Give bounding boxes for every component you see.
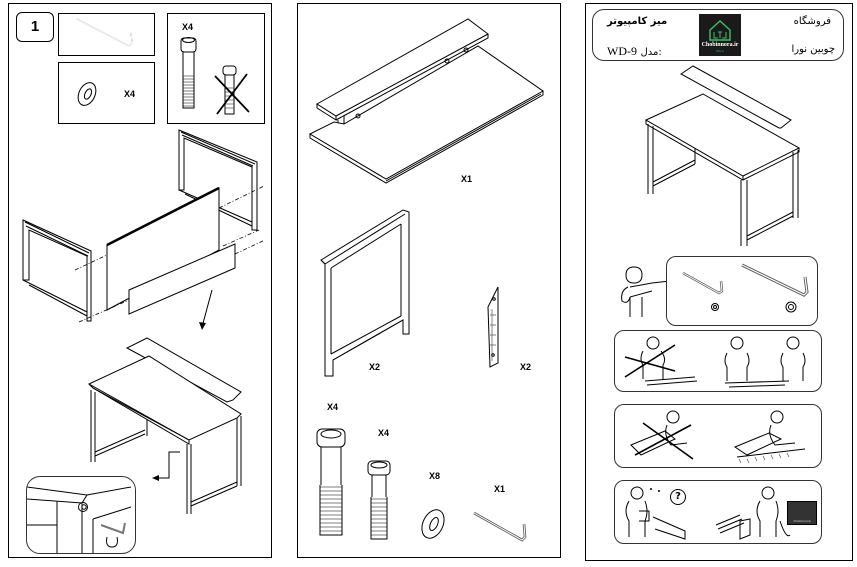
exploded-frame-illustration bbox=[22, 129, 266, 330]
store-logo: Chobinnora.ir Nora bbox=[699, 14, 741, 56]
store-label: فروشگاه bbox=[793, 16, 831, 27]
two-people-icon bbox=[724, 336, 806, 388]
bolt-box: X4 bbox=[167, 13, 265, 124]
logo-subtext: Nora bbox=[716, 49, 724, 53]
crossed-out-short-bolt-icon bbox=[214, 65, 250, 115]
long-bolt-quantity: X4 bbox=[327, 402, 339, 412]
short-bolt-icon bbox=[367, 460, 391, 540]
confused-person-icon bbox=[625, 486, 686, 540]
two-allen-keys-icon bbox=[682, 263, 809, 313]
washer-box: X4 bbox=[58, 62, 155, 124]
side-leg-frame-quantity: X2 bbox=[369, 362, 381, 372]
step-1-panel: 1 X4 X4 bbox=[8, 3, 272, 558]
side-leg-frame-illustration bbox=[320, 209, 410, 377]
hex-key-box bbox=[58, 13, 155, 56]
washer-icon bbox=[77, 82, 97, 106]
product-title: میز کامپیوتر bbox=[607, 16, 668, 27]
washer-quantity: X4 bbox=[124, 89, 136, 99]
washer-icon bbox=[421, 509, 445, 539]
model-line: WD-9 مدل: bbox=[607, 44, 662, 59]
long-bolt-icon bbox=[180, 37, 197, 109]
foot-detail-inset bbox=[26, 476, 136, 554]
person-pointing-icon bbox=[621, 266, 671, 317]
desk-top-quantity: X1 bbox=[461, 174, 473, 184]
bracket-quantity: X2 bbox=[520, 362, 532, 372]
step-number-badge: 1 bbox=[16, 12, 54, 42]
long-bolt-icon bbox=[316, 428, 346, 536]
tip-two-person-assembly bbox=[614, 330, 822, 392]
allen-key-quantity: X1 bbox=[494, 484, 506, 494]
phone-logo-text: Chobinnora bbox=[793, 519, 811, 523]
desk-top-with-shelf-illustration bbox=[308, 18, 544, 184]
person-calling-support-icon bbox=[715, 486, 791, 540]
allen-key-icon bbox=[76, 18, 133, 47]
model-label: مدل: bbox=[640, 47, 662, 58]
product-header: میز کامپیوتر WD-9 مدل: Chobinnora.ir Nor… bbox=[592, 9, 844, 61]
tip-protect-floor bbox=[614, 404, 822, 468]
model-value: WD-9 bbox=[607, 44, 637, 58]
tools-callout bbox=[666, 256, 818, 326]
allen-key-icon bbox=[473, 511, 527, 542]
bolt-quantity: X4 bbox=[182, 22, 194, 32]
house-logo-icon bbox=[709, 20, 731, 41]
crossed-single-person-icon bbox=[624, 336, 698, 386]
info-panel: میز کامپیوتر WD-9 مدل: Chobinnora.ir Nor… bbox=[585, 3, 853, 561]
assembled-desk-illustration bbox=[88, 337, 242, 514]
short-bolt-quantity: X4 bbox=[378, 428, 390, 438]
washer-quantity: X8 bbox=[429, 471, 441, 481]
store-name: چوبین نورا bbox=[791, 44, 836, 55]
parts-list-panel: X1 X2 X2 X4 X4 X8 X1 bbox=[297, 3, 561, 558]
question-mark-icon: ? bbox=[670, 489, 686, 505]
finished-desk-illustration bbox=[644, 65, 801, 246]
crossed-floor-assembly-icon bbox=[630, 410, 694, 460]
foot-detail-icon bbox=[27, 486, 132, 553]
logo-text: Chobinnora.ir bbox=[701, 42, 739, 48]
floor-on-cardboard-icon bbox=[733, 410, 806, 464]
tip-tools-hint bbox=[606, 256, 846, 326]
tip-contact-support: ? Chobinnora bbox=[614, 480, 822, 544]
support-phone-logo: Chobinnora bbox=[787, 501, 817, 525]
bracket-illustration bbox=[487, 286, 499, 368]
